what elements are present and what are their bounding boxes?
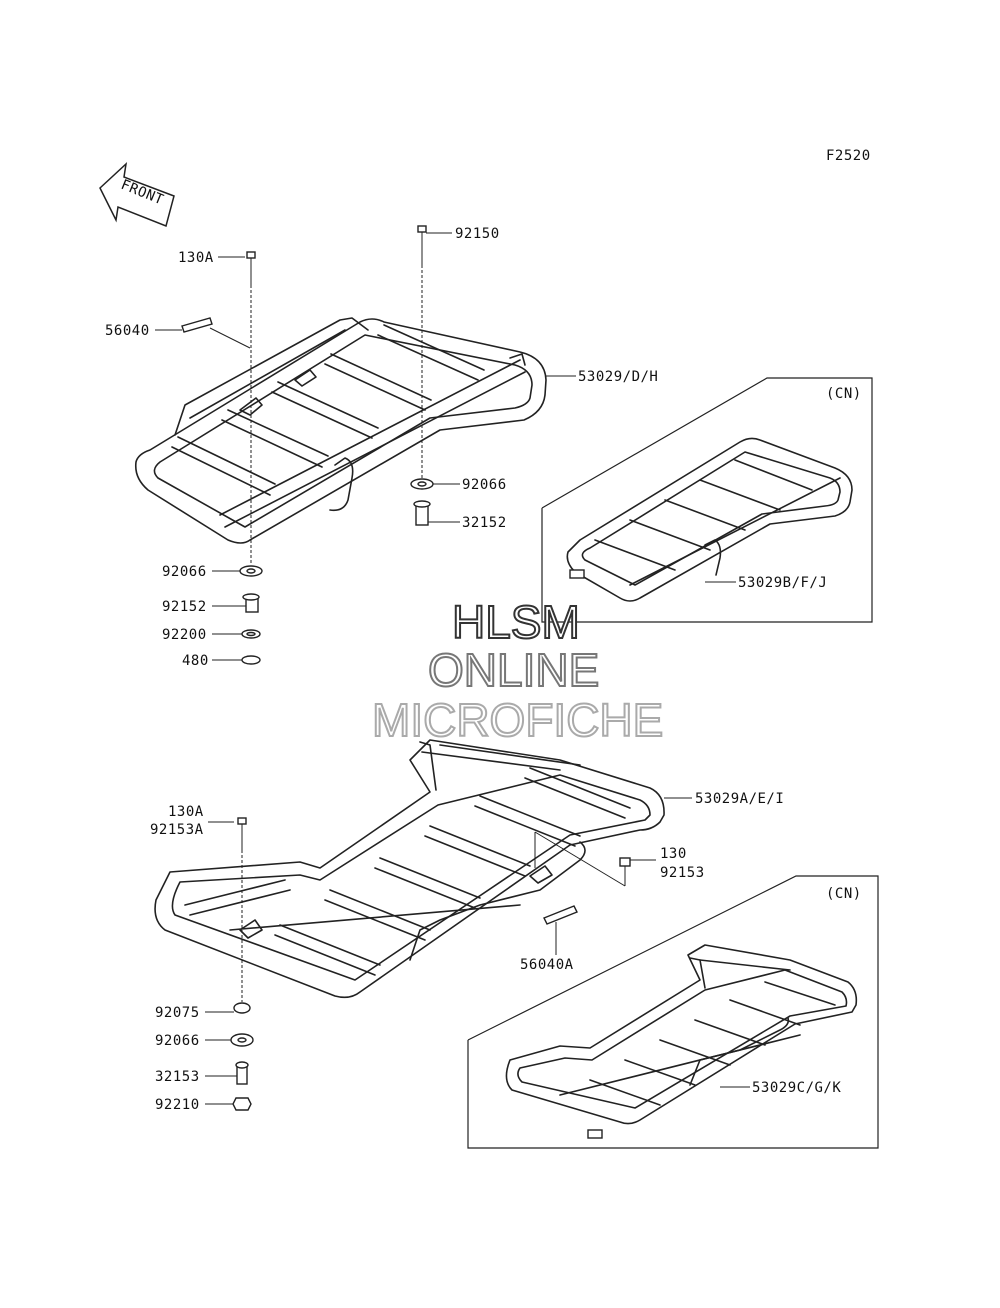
callout-92153a: 92153A [150,822,204,838]
callout-130a-top: 130A [178,250,214,266]
callout-32153: 32153 [155,1069,200,1085]
callout-53029-d-h: 53029/D/H [578,369,658,385]
front-left-fastener-stack [239,251,263,665]
callout-56040a: 56040A [520,957,574,973]
callout-92066-bottom: 92066 [155,1033,200,1049]
watermark-line-3: MICROFICHE [372,694,663,746]
front-carrier-drawing [134,317,547,544]
decal-icon-bottom [543,905,578,925]
callout-92210: 92210 [155,1097,200,1113]
callout-92066-left: 92066 [162,564,207,580]
callout-92066-right: 92066 [462,477,507,493]
callout-32152: 32152 [462,515,507,531]
callout-53029c-g-k: 53029C/G/K [752,1080,841,1096]
rear-left-fastener-stack [230,817,254,1111]
callout-92150: 92150 [455,226,500,242]
rear-right-bolt-icon [619,857,631,886]
front-cn-variant-box: (CN) 53029B/F/J [541,377,873,623]
callout-130: 130 [660,846,687,862]
rear-carrier-drawing [154,739,665,999]
callout-92153: 92153 [660,865,705,881]
callout-92200: 92200 [162,627,207,643]
callout-480: 480 [182,653,209,669]
callout-53029a-e-i: 53029A/E/I [695,791,784,807]
cn-tag-top: (CN) [826,386,862,402]
callout-92075: 92075 [155,1005,200,1021]
callout-92152: 92152 [162,599,207,615]
figure-code: F2520 [826,148,871,164]
callout-56040: 56040 [105,323,150,339]
rear-cn-variant-box: (CN) 53029C/G/K [467,875,879,1149]
watermark-line-2: ONLINE [428,644,599,696]
decal-icon [181,317,213,333]
front-right-fastener-stack [410,225,434,526]
callout-53029b-f-j: 53029B/F/J [738,575,827,591]
cn-tag-bottom: (CN) [826,886,862,902]
callout-130a-bottom: 130A [168,804,204,820]
front-arrow-icon: FRONT [99,161,175,228]
watermark-line-1: HLSM [452,596,580,648]
